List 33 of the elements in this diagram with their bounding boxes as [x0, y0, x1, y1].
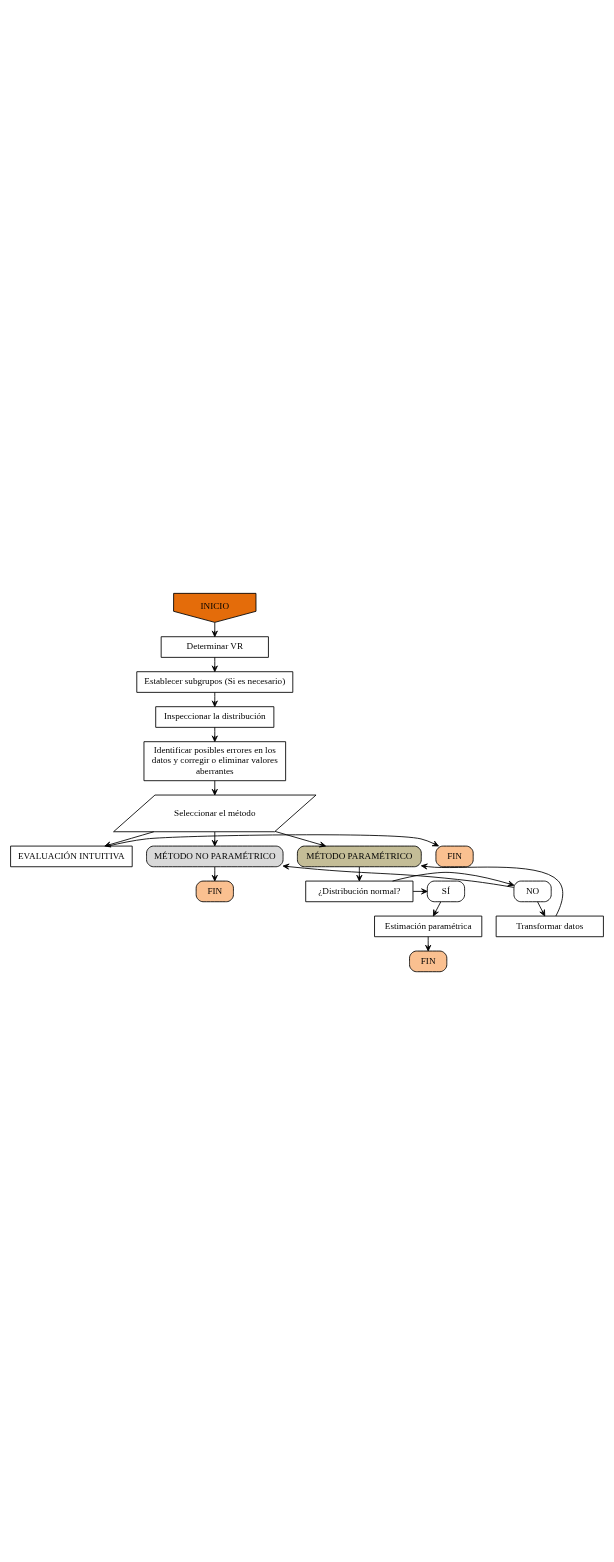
arrow — [537, 901, 546, 917]
arrow — [392, 871, 515, 887]
node-box: Determinar VR — [160, 636, 269, 658]
node-box: FIN — [409, 950, 448, 973]
node-box: Identificar posibles errores en los datos y corregir o eliminar valores aberrantes — [143, 741, 287, 782]
arrow — [425, 936, 432, 952]
node-box: SÍ — [426, 880, 466, 903]
node-box: MÉTODO NO PARAMÉTRICO — [146, 845, 284, 868]
node-box: MÉTODO PARAMÉTRICO — [296, 845, 422, 868]
arrow — [211, 780, 218, 796]
node-box: NO — [513, 880, 552, 903]
node-box: ¿Distribución normal? — [305, 880, 414, 903]
node-box: EVALUACIÓN INTUITIVA — [10, 845, 133, 868]
arrow — [211, 657, 218, 672]
arrow — [211, 831, 218, 847]
node-box: Transformar datos — [495, 915, 604, 938]
arrow — [104, 831, 155, 848]
node-box: Inspeccionar la distribución — [155, 706, 275, 728]
arrow — [420, 863, 564, 917]
arrow — [356, 866, 363, 882]
arrow — [211, 726, 218, 742]
arrow — [211, 691, 218, 707]
arrow — [412, 888, 428, 895]
node-box: FIN — [195, 880, 234, 903]
arrow — [432, 901, 442, 917]
arrow — [107, 834, 439, 847]
node-box: Establecer subgrupos (Si es necesario) — [136, 671, 294, 693]
node-box: FIN — [435, 845, 474, 868]
arrow — [211, 622, 218, 638]
arrow — [274, 831, 327, 848]
arrow — [282, 863, 515, 888]
node-box: Estimación paramétrica — [374, 915, 483, 938]
arrow — [211, 866, 218, 882]
